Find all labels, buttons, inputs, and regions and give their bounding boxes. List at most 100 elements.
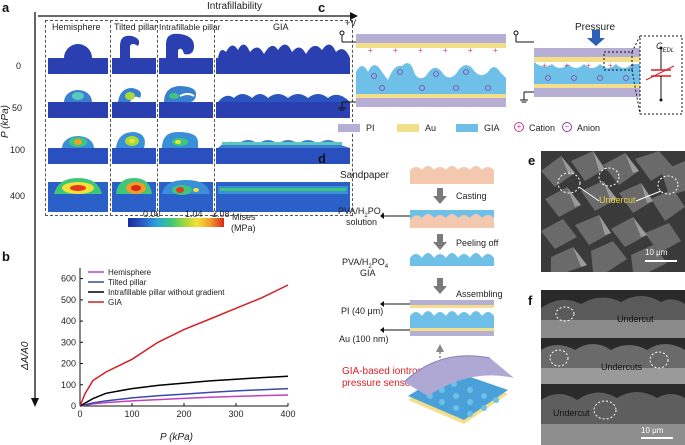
chart-ylabel: ΔA/A0 xyxy=(20,341,31,370)
svg-text:+: + xyxy=(608,61,613,70)
anion-icon: − xyxy=(562,122,572,132)
pva-solution-word: solution xyxy=(346,217,378,227)
pressure-label: Pressure xyxy=(575,22,616,33)
y-tick-label: 200 xyxy=(61,359,76,369)
legend-gia-swatch xyxy=(456,124,478,132)
svg-text:+: + xyxy=(542,61,547,70)
sensor-label-line2: pressure sensor xyxy=(342,378,414,389)
step-peeling: Peeling off xyxy=(456,238,499,248)
legend-pi-label: PI xyxy=(366,123,375,133)
row-label-50: 50 xyxy=(12,103,23,113)
panel-c-label: c xyxy=(318,0,326,15)
svg-text:+: + xyxy=(418,46,423,55)
formula-text: PVA/H xyxy=(342,257,369,267)
column-header-intrafillable-pillar: Intrafillable pillar xyxy=(159,22,221,32)
sensor-label-line1: GIA-based iontronic xyxy=(342,366,431,377)
formula-text: PO xyxy=(371,257,385,267)
formula-sub: 4 xyxy=(384,263,389,270)
svg-text:+: + xyxy=(393,46,398,55)
x-tick-label: 200 xyxy=(176,409,191,419)
pi-layer-label: PI (40 μm) xyxy=(341,306,384,316)
sem-texture xyxy=(541,338,685,384)
step-casting: Casting xyxy=(456,191,487,201)
scale-bar-f: 10 μm xyxy=(641,426,664,435)
fabrication-process-diagram xyxy=(380,166,514,424)
x-tick-label: 300 xyxy=(228,409,243,419)
voltage-label: +V xyxy=(345,18,357,28)
capacitor-symbol: C xyxy=(656,41,663,51)
undercut-annotation-f1: Undercut xyxy=(617,314,654,324)
chart-lines xyxy=(79,284,289,407)
column-divider xyxy=(157,20,158,216)
sem-texture xyxy=(541,384,685,445)
y-tick-label: 100 xyxy=(61,380,76,390)
series-line-2 xyxy=(79,375,289,407)
colorbar-label: Mises xyxy=(232,212,256,222)
sem-texture xyxy=(541,290,685,338)
panel-f-label: f xyxy=(528,293,533,308)
step-sandpaper: Sandpaper xyxy=(340,170,389,181)
legend-label-1: Tilted pillar xyxy=(108,278,147,287)
colorbar-unit: (MPa) xyxy=(231,223,256,233)
sem-image-f1: Undercut xyxy=(541,290,685,338)
mises-colorbar xyxy=(128,218,224,227)
svg-text:+: + xyxy=(564,61,569,70)
series-line-0 xyxy=(79,394,289,407)
y-tick-label: 0 xyxy=(71,401,76,411)
x-tick-label: 100 xyxy=(124,409,139,419)
formula-sub: 2 xyxy=(368,263,372,270)
colorbar-tick-0: 0.00 xyxy=(143,209,161,219)
x-tick-label: 0 xyxy=(77,409,82,419)
fea-simulation-grid xyxy=(48,33,350,212)
panel-b-label: b xyxy=(2,249,10,264)
svg-text:+: + xyxy=(368,46,373,55)
intrafillability-label: Intrafillability xyxy=(207,1,263,12)
panel-a-label: a xyxy=(2,0,10,15)
series-line-1 xyxy=(79,387,289,407)
fea-row-400 xyxy=(48,178,350,212)
sem-image-f3: Undercut 10 μm xyxy=(541,384,685,445)
scale-bar-e: 10 μm xyxy=(645,248,668,257)
undercut-markers-e xyxy=(557,167,679,262)
cation-icon: + xyxy=(514,122,524,132)
pressure-arrow xyxy=(31,12,39,407)
column-header-tilted-pillar: Tilted pillar xyxy=(114,22,158,32)
au-layer-label: Au (100 nm) xyxy=(339,334,389,344)
row-label-0: 0 xyxy=(16,61,22,71)
y-tick-label: 400 xyxy=(61,316,76,326)
sem-image-e: Undercut 10 μm xyxy=(541,151,685,272)
undercut-annotation-f3: Undercut xyxy=(553,408,590,418)
sem-image-f2: Undercuts xyxy=(541,338,685,384)
y-tick-label: 300 xyxy=(61,337,76,347)
formula-text: PVA/H xyxy=(338,206,365,216)
legend-label-0: Hemisphere xyxy=(108,268,152,277)
y-tick-label: 500 xyxy=(61,295,76,305)
legend-cation-label: Cation xyxy=(529,123,556,133)
legend-pi-swatch xyxy=(338,124,360,132)
svg-text:+: + xyxy=(468,46,473,55)
x-tick-label: 400 xyxy=(280,409,295,419)
legend-au-label: Au xyxy=(425,123,437,133)
formula-text: PO xyxy=(367,206,381,216)
pva-gia-word: GIA xyxy=(360,268,376,278)
formula-sub: 2 xyxy=(364,212,368,219)
svg-text:+: + xyxy=(586,61,591,70)
column-header-hemisphere: Hemisphere xyxy=(52,22,101,32)
fea-row-0 xyxy=(48,33,350,74)
panel-d-label: d xyxy=(318,151,326,166)
pva-gia-formula: PVA/H2PO4 xyxy=(342,257,388,270)
intrafillability-arrow xyxy=(38,12,358,20)
row-label-100: 100 xyxy=(10,145,26,155)
fea-row-100 xyxy=(48,132,350,164)
panel-e-label: e xyxy=(528,153,536,168)
step-assembling: Assembling xyxy=(456,289,503,299)
column-header-gia: GIA xyxy=(273,22,289,32)
undercut-annotation-f2: Undercuts xyxy=(601,362,643,372)
legend-gia-label: GIA xyxy=(484,123,500,133)
legend-au-swatch xyxy=(397,124,419,132)
chart-xlabel: P (kPa) xyxy=(160,432,193,443)
legend-label-2: Intrafillable pillar without gradient xyxy=(108,288,225,297)
fea-grid-frame xyxy=(45,20,353,216)
undercut-annotation-e: Undercut xyxy=(599,195,636,205)
